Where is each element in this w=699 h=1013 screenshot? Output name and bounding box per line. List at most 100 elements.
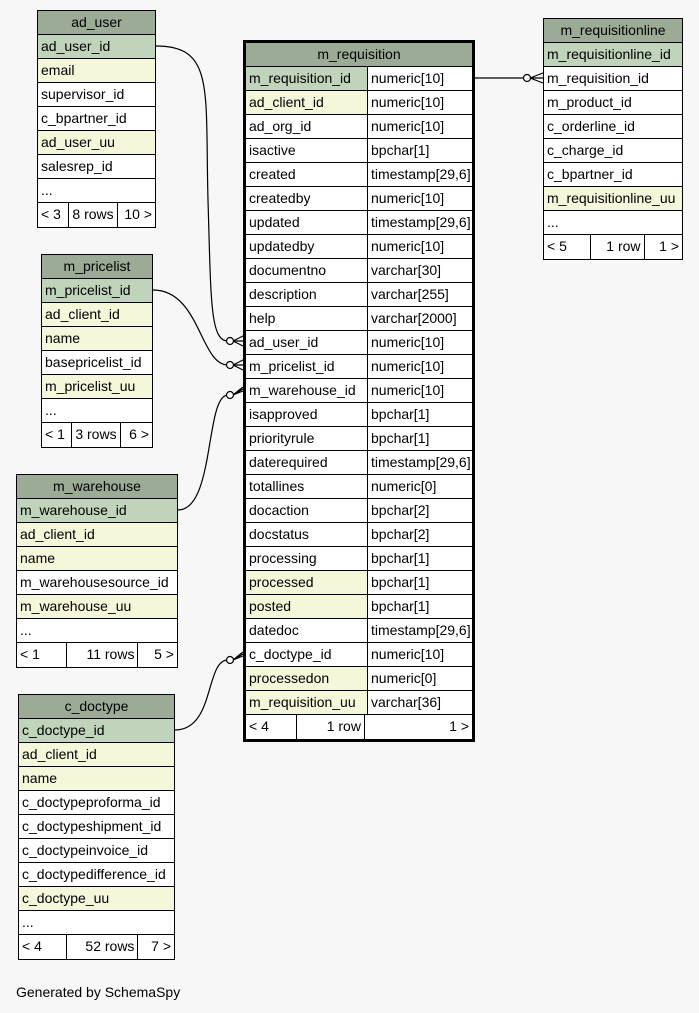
column-row[interactable]: c_bpartner_id	[38, 107, 155, 131]
column-row[interactable]: c_doctypeproforma_id	[19, 791, 174, 815]
column-row[interactable]: m_pricelist_id	[42, 279, 152, 303]
table-header[interactable]: m_requisitionline	[544, 19, 682, 43]
column-row[interactable]: ...	[38, 179, 155, 203]
column-row[interactable]: ad_client_id	[17, 523, 177, 547]
column-name: m_requisition_uu	[246, 691, 367, 714]
column-type: bpchar[1]	[367, 403, 472, 426]
column-row[interactable]: ad_client_id	[19, 743, 174, 767]
column-row[interactable]: c_doctype_uu	[19, 887, 174, 911]
column-name: totallines	[246, 475, 367, 498]
column-row[interactable]: ...	[544, 211, 682, 235]
edge-m-warehouse	[177, 394, 229, 511]
table-title: m_requisitionline	[560, 22, 666, 38]
column-row[interactable]: name	[19, 767, 174, 791]
row-count: 1 row	[590, 235, 643, 259]
column-name: supervisor_id	[38, 83, 155, 106]
table-header[interactable]: m_requisition	[246, 43, 472, 67]
column-row[interactable]: m_warehouse_id	[17, 499, 177, 523]
table-header[interactable]: m_warehouse	[17, 475, 177, 499]
column-name: m_requisitionline_uu	[544, 187, 682, 210]
table-title: m_requisition	[317, 46, 401, 62]
table-header[interactable]: ad_user	[38, 11, 155, 35]
column-row[interactable]: ad_user_uu	[38, 131, 155, 155]
column-row[interactable]: c_charge_id	[544, 139, 682, 163]
column-row[interactable]: m_warehousesource_id	[17, 571, 177, 595]
column-row[interactable]: ad_user_id	[38, 35, 155, 59]
column-row[interactable]: c_doctypeshipment_id	[19, 815, 174, 839]
column-row[interactable]: m_requisition_id	[544, 67, 682, 91]
column-row[interactable]: c_orderline_id	[544, 115, 682, 139]
column-row[interactable]: c_doctypeinvoice_id	[19, 839, 174, 863]
column-type: timestamp[29,6]	[367, 619, 472, 642]
column-row[interactable]: c_doctypedifference_id	[19, 863, 174, 887]
column-row[interactable]: ...	[42, 399, 152, 423]
column-name: m_product_id	[544, 91, 682, 114]
column-row[interactable]: c_bpartner_id	[544, 163, 682, 187]
column-row[interactable]: name	[42, 327, 152, 351]
column-row[interactable]: c_doctype_id	[19, 719, 174, 743]
column-row[interactable]: m_product_id	[544, 91, 682, 115]
column-row[interactable]: ...	[17, 619, 177, 643]
column-name: ...	[19, 911, 174, 934]
column-row[interactable]: supervisor_id	[38, 83, 155, 107]
column-row[interactable]: ...	[19, 911, 174, 935]
column-row[interactable]: basepricelist_id	[42, 351, 152, 375]
column-row[interactable]: email	[38, 59, 155, 83]
column-row[interactable]: name	[17, 547, 177, 571]
column-row[interactable]: m_requisitionline_id	[544, 43, 682, 67]
column-name: m_pricelist_id	[42, 279, 152, 302]
column-type: numeric[10]	[367, 187, 472, 210]
column-name: help	[246, 307, 367, 330]
column-row[interactable]: ad_client_id	[42, 303, 152, 327]
column-row[interactable]: m_requisitionline_uu	[544, 187, 682, 211]
column-row[interactable]: salesrep_id	[38, 155, 155, 179]
table-header[interactable]: m_pricelist	[42, 255, 152, 279]
column-type: numeric[10]	[367, 115, 472, 138]
table-header[interactable]: c_doctype	[19, 695, 174, 719]
column-type: numeric[10]	[367, 235, 472, 258]
parents-count: < 4	[22, 938, 42, 954]
column-name: c_bpartner_id	[38, 107, 155, 130]
column-row[interactable]: m_pricelist_uu	[42, 375, 152, 399]
children-count: 10 >	[116, 203, 155, 227]
column-type: timestamp[29,6]	[367, 211, 472, 234]
column-type: numeric[10]	[367, 331, 472, 354]
column-row[interactable]: m_warehouse_uu	[17, 595, 177, 619]
edge-ad-user	[155, 45, 229, 342]
column-name: daterequired	[246, 451, 367, 474]
column-name: ...	[17, 619, 177, 642]
